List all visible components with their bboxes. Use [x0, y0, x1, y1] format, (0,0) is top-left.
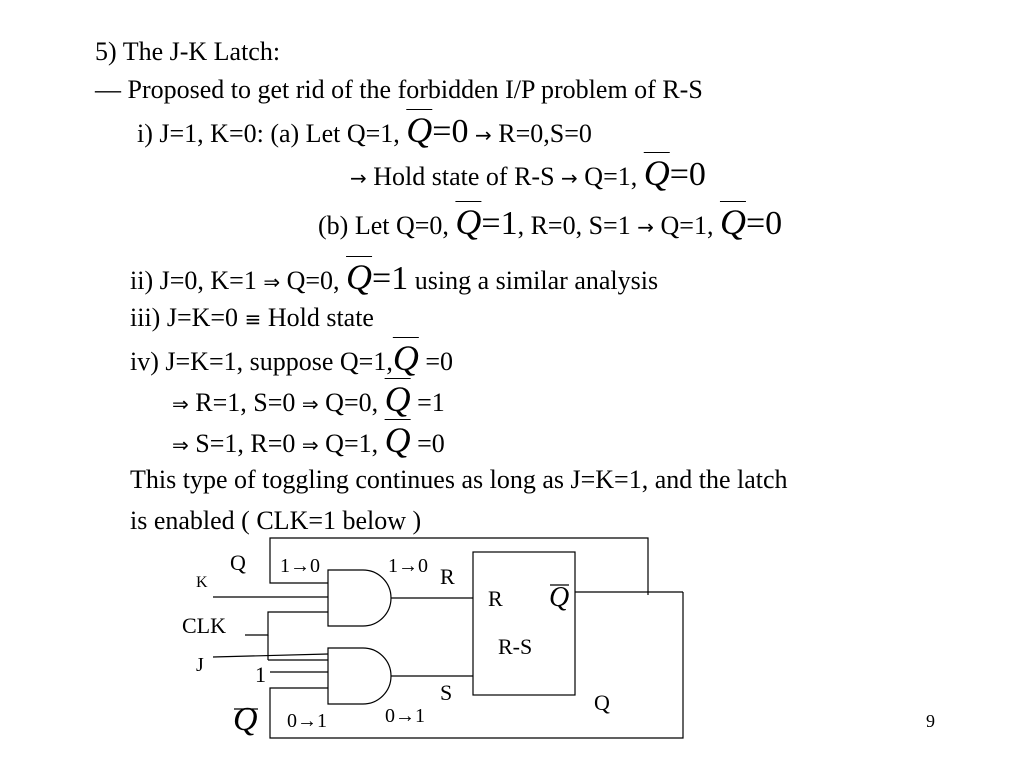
implies-icon: ⇒	[172, 433, 189, 457]
label-r-outside: R	[440, 564, 455, 589]
label-clk: CLK	[182, 613, 226, 638]
qbar-symbol: Q	[643, 153, 670, 193]
and-gate-bottom	[327, 647, 392, 705]
case2-line: ii) J=0, K=1 ⇒ Q=0, Q=1 using a similar …	[130, 257, 659, 297]
label-q-top: Q	[230, 550, 246, 575]
label-top-trans-2: 1→0	[388, 555, 428, 577]
label-j: J	[196, 654, 204, 676]
equiv-icon: ≡	[244, 307, 262, 331]
label-bottom-trans-2: 0→1	[385, 705, 425, 727]
right-arrow-icon: →	[561, 166, 578, 190]
and-gate-top	[327, 569, 392, 627]
case1a-line: i) J=1, K=0: (a) Let Q=1, Q=0 → R=0,S=0	[137, 110, 592, 150]
right-arrow-icon: →	[350, 166, 367, 190]
implies-icon: ⇒	[301, 392, 319, 416]
block-qbar: Q	[549, 582, 569, 613]
feedback-wire-top	[269, 537, 649, 595]
case4-step2-line: ⇒ S=1, R=0 ⇒ Q=1, Q =0	[172, 420, 445, 460]
qbar-symbol: Q	[346, 257, 373, 297]
qbar-symbol: Q	[384, 379, 411, 419]
implies-icon: ⇒	[172, 392, 189, 416]
implies-icon: ⇒	[301, 433, 319, 457]
conclusion-line-1: This type of toggling continues as long …	[130, 465, 788, 494]
j-wire	[212, 653, 329, 658]
label-q-out: Q	[594, 690, 610, 715]
block-name: R-S	[498, 634, 532, 659]
label-bottom-trans-1: 0→1	[287, 710, 327, 732]
right-arrow-icon: →	[474, 123, 492, 147]
label-s-outside: S	[440, 680, 452, 705]
label-top-trans-1: 1→0	[280, 555, 320, 577]
purpose-line: — Proposed to get rid of the forbidden I…	[95, 75, 703, 104]
qbar-symbol: Q	[719, 202, 746, 242]
conclusion-line-2: is enabled ( CLK=1 below )	[130, 506, 422, 535]
case1-hold-line: → Hold state of R-S → Q=1, Q=0	[350, 153, 706, 193]
rs-block	[472, 551, 576, 696]
label-k: K	[196, 574, 208, 591]
block-r: R	[488, 586, 503, 611]
case4-step1-line: ⇒ R=1, S=0 ⇒ Q=0, Q =1	[172, 379, 445, 419]
case4-intro-line: iv) J=K=1, suppose Q=1,Q =0	[130, 338, 453, 378]
feedback-wire-bottom	[269, 592, 684, 739]
clk-wire	[245, 611, 328, 636]
implies-icon: ⇒	[263, 270, 281, 294]
case1b-line: (b) Let Q=0, Q=1, R=0, S=1 → Q=1, Q=0	[318, 202, 783, 242]
page-number: 9	[926, 711, 935, 731]
label-qbar-bottom: Q	[233, 701, 258, 738]
label-one: 1	[255, 662, 266, 687]
case3-line: iii) J=K=0 ≡ Hold state	[130, 303, 374, 332]
qbar-symbol: Q	[384, 420, 411, 460]
slide-title: 5) The J-K Latch:	[95, 37, 281, 66]
right-arrow-icon: →	[637, 215, 654, 239]
qbar-symbol: Q	[455, 202, 482, 242]
qbar-symbol: Q	[392, 338, 419, 378]
qbar-symbol: Q	[406, 110, 433, 150]
